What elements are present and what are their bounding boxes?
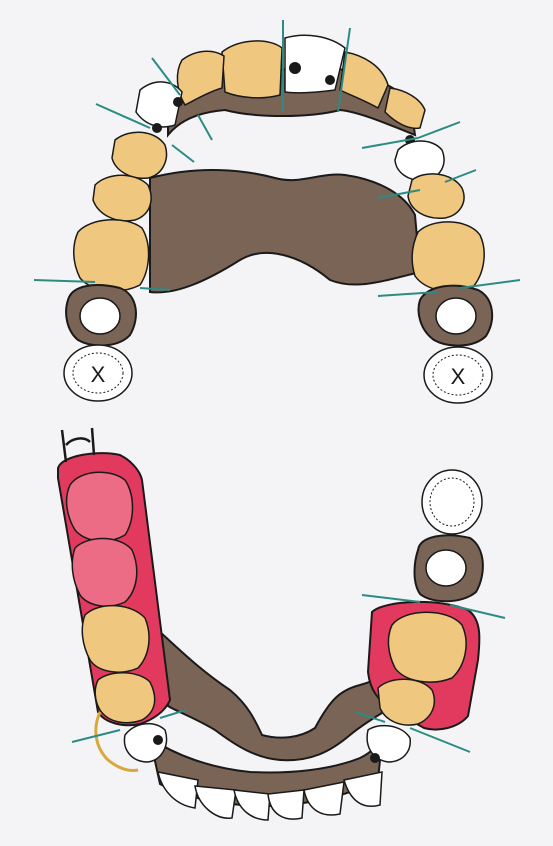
- rest-seat: [153, 735, 163, 745]
- upper-arch: X X: [34, 20, 520, 403]
- lower-tooth-premolar-right: [378, 679, 434, 725]
- lower-tooth-molar-1-right: [388, 612, 466, 682]
- lower-tooth-premolar-2-left: [82, 606, 149, 673]
- rest-seat: [173, 97, 183, 107]
- rest-seat: [370, 753, 380, 763]
- upper-tooth-premolar-2-left: [93, 175, 151, 221]
- lower-incisor: [268, 790, 304, 819]
- rest-seat: [289, 62, 301, 74]
- upper-tooth-molar-1-left: [74, 220, 149, 291]
- upper-molar-2-left: [80, 298, 120, 334]
- lower-denture-tooth-molar-1: [72, 538, 136, 606]
- lower-molar-3-right: [422, 470, 482, 534]
- upper-major-connector: [150, 170, 420, 292]
- lower-tooth-premolar-1-left: [95, 673, 154, 723]
- rest-seat: [152, 123, 162, 133]
- lower-molar-2-right: [426, 550, 466, 586]
- lower-incisor: [234, 790, 270, 820]
- lower-major-connector: [160, 632, 402, 760]
- extraction-mark-left: X: [91, 362, 106, 387]
- extraction-mark-right: X: [451, 364, 466, 389]
- upper-molar-2-right: [436, 298, 476, 334]
- upper-tooth-premolar-1-left: [112, 132, 166, 178]
- lower-denture-tooth-molar-2: [67, 472, 133, 541]
- upper-tooth-premolar-2-right: [408, 174, 464, 218]
- lower-incisor: [195, 786, 236, 818]
- lower-arch: [58, 428, 505, 820]
- rest-seat: [325, 75, 335, 85]
- upper-tooth-incisor-left: [222, 41, 282, 98]
- upper-tooth-molar-1-right: [412, 222, 484, 292]
